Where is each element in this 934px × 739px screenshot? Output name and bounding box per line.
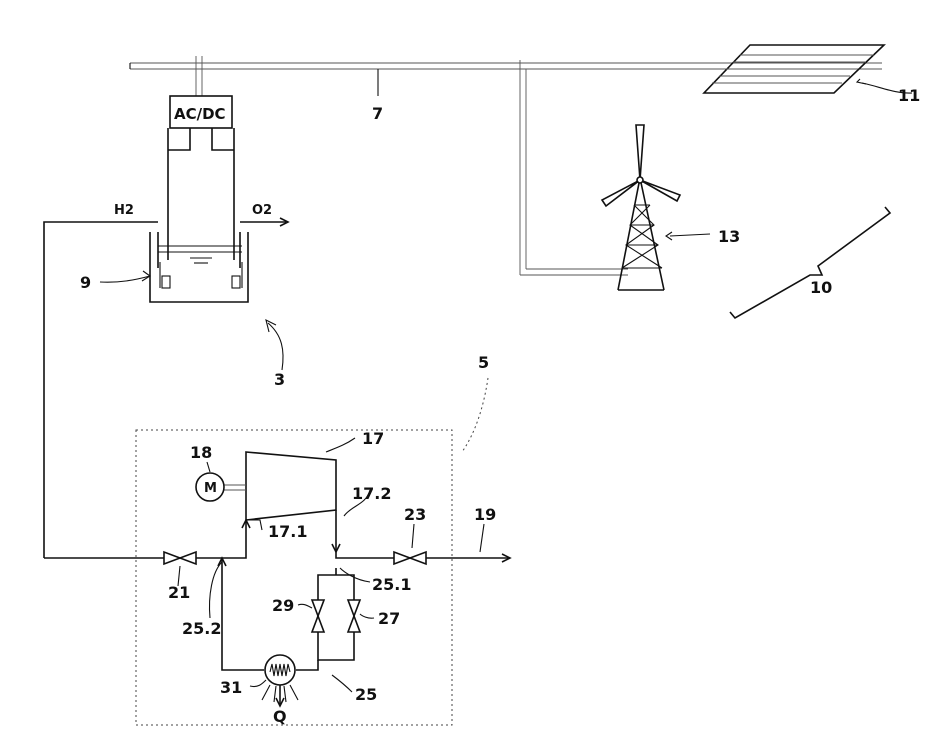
compressor-17 — [196, 452, 336, 520]
label-5: 5 — [478, 353, 489, 372]
label-19: 19 — [474, 505, 496, 524]
label-3: 3 — [274, 370, 285, 389]
bracket-10 — [730, 207, 890, 318]
label-17-1: 17.1 — [268, 522, 307, 541]
label-11: 11 — [898, 86, 920, 105]
label-17: 17 — [362, 429, 384, 448]
label-7: 7 — [372, 104, 383, 123]
wind-tower-13 — [602, 125, 680, 290]
valve-29 — [312, 600, 324, 632]
label-13: 13 — [718, 227, 740, 246]
label-18: 18 — [190, 443, 212, 462]
label-25-1: 25.1 — [372, 575, 411, 594]
valve-27 — [348, 600, 360, 632]
label-31: 31 — [220, 678, 242, 697]
label-9: 9 — [80, 273, 91, 292]
label-29: 29 — [272, 596, 294, 615]
label-h2: H2 — [114, 203, 134, 218]
label-25-2: 25.2 — [182, 619, 221, 638]
label-25: 25 — [355, 685, 377, 704]
label-21: 21 — [168, 583, 190, 602]
valve-23 — [394, 552, 426, 564]
label-17-2: 17.2 — [352, 484, 391, 503]
label-10: 10 — [810, 278, 832, 297]
label-o2: O2 — [252, 203, 272, 218]
label-23: 23 — [404, 505, 426, 524]
label-27: 27 — [378, 609, 400, 628]
power-line-7 — [130, 56, 882, 275]
valve-21 — [164, 552, 196, 564]
label-q: Q — [273, 707, 287, 726]
solar-panel-11 — [704, 45, 884, 93]
label-motor: M — [204, 481, 217, 496]
label-acdc: AC/DC — [174, 105, 226, 123]
